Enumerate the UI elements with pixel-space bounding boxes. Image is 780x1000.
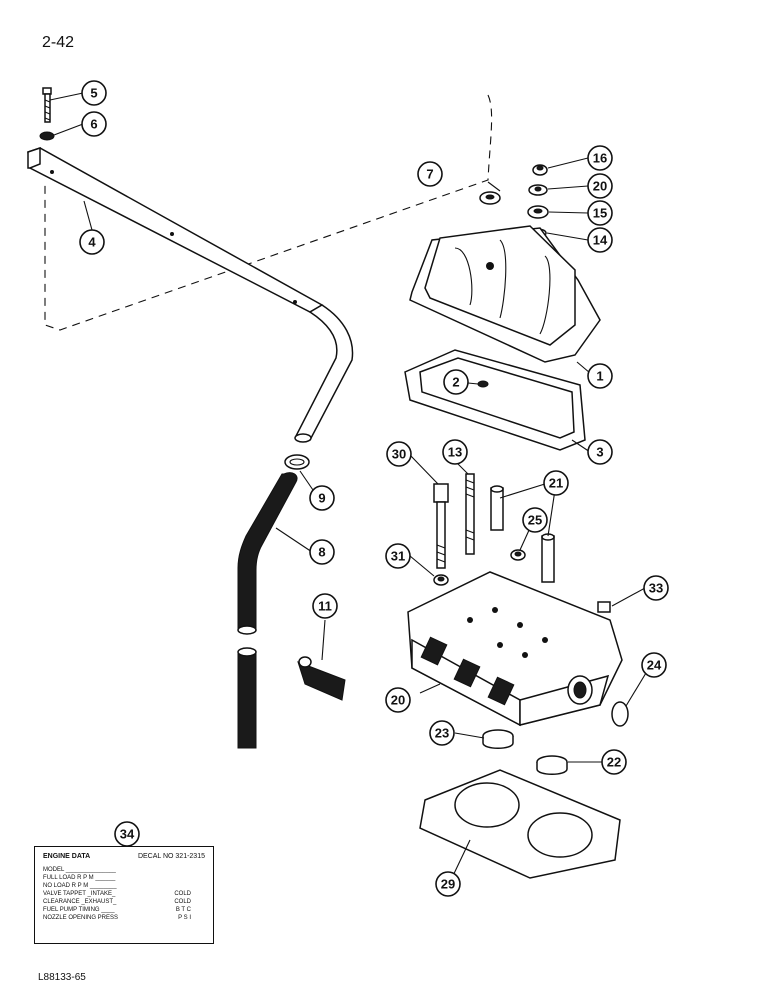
svg-text:15: 15 (593, 206, 607, 221)
decal-row: NO LOAD R P M ________ (43, 883, 117, 889)
callout-14: 15 (587, 200, 613, 226)
svg-text:33: 33 (649, 581, 663, 596)
grommet-part-2 (477, 380, 489, 388)
svg-text:7: 7 (426, 167, 433, 182)
head-bolt-part-30 (433, 483, 449, 569)
washer-part-31 (433, 574, 449, 586)
callout-22: 22 (601, 749, 627, 775)
callout-20: 20 (385, 687, 411, 713)
nut-part-15 (532, 164, 548, 176)
decal-title: ENGINE DATA (43, 853, 91, 860)
valve-guide-part-21b (541, 535, 555, 583)
hose-clamp-part-9 (284, 454, 310, 470)
bolt-part-5 (42, 87, 52, 123)
svg-text:2: 2 (452, 375, 459, 390)
tube-bracket-part-4 (27, 146, 354, 443)
decal-row: MODEL _______________ (43, 867, 116, 873)
insert-part-22 (536, 755, 568, 775)
nut-part-6 (39, 131, 55, 141)
svg-text:5: 5 (90, 86, 97, 101)
svg-text:6: 6 (90, 117, 97, 132)
washer-part-16 (528, 184, 548, 196)
grommet-part-7 (479, 191, 501, 205)
svg-text:25: 25 (528, 513, 542, 528)
seal-part-25 (510, 549, 526, 561)
svg-text:29: 29 (441, 877, 455, 892)
svg-text:1: 1 (596, 369, 603, 384)
plug-part-33 (597, 601, 611, 613)
svg-text:20: 20 (391, 693, 405, 708)
callout-13: 14 (587, 227, 613, 253)
callout-5: 5 (81, 80, 107, 106)
svg-text:23: 23 (435, 726, 449, 741)
callout-8: 8 (309, 539, 335, 565)
callout-1: 1 (587, 363, 613, 389)
callout-15: 16 (587, 145, 613, 171)
svg-text:3: 3 (596, 445, 603, 460)
callout-16: 20 (587, 173, 613, 199)
callout-34: 34 (114, 821, 140, 847)
page-number: 2-42 (42, 34, 75, 51)
decal-row: CLEARANCE _EXHAUST_COLD (43, 899, 191, 905)
svg-text:16: 16 (593, 151, 607, 166)
callout-11: 11 (312, 593, 338, 619)
cylinder-head-part-20 (407, 571, 623, 727)
figure-code: L88133-65 (38, 972, 86, 983)
hose-part-8 (237, 472, 298, 749)
svg-text:8: 8 (318, 545, 325, 560)
callout-29: 29 (435, 871, 461, 897)
callout-7: 7 (417, 161, 443, 187)
callout-2: 2 (443, 369, 469, 395)
callout-6: 6 (81, 111, 107, 137)
svg-text:20: 20 (593, 179, 607, 194)
callout-33: 33 (643, 575, 669, 601)
svg-text:21: 21 (549, 476, 563, 491)
callout-9: 9 (309, 485, 335, 511)
svg-text:30: 30 (392, 447, 406, 462)
callout-30: 30 (386, 441, 412, 467)
callout-25: 25 (522, 507, 548, 533)
svg-text:24: 24 (647, 658, 662, 673)
decal-number: DECAL NO 321-2315 (137, 853, 205, 860)
svg-text:9: 9 (318, 491, 325, 506)
svg-text:11: 11 (318, 599, 332, 614)
svg-text:31: 31 (391, 549, 405, 564)
head-gasket-part-29 (419, 769, 621, 879)
insert-part-23 (482, 729, 514, 749)
callout-4: 4 (79, 229, 105, 255)
stud-part-12 (465, 473, 475, 555)
callout-24: 24 (641, 652, 667, 678)
assembly-guide-line (44, 94, 493, 331)
svg-text:4: 4 (88, 235, 96, 250)
svg-text:34: 34 (120, 827, 135, 842)
callout-3: 3 (587, 439, 613, 465)
callout-21: 21 (543, 470, 569, 496)
callout-31: 31 (385, 543, 411, 569)
seal-part-14 (527, 205, 549, 219)
svg-text:13: 13 (448, 445, 462, 460)
engine-data-decal: ENGINE DATA DECAL NO 321-2315 MODEL ____… (34, 846, 214, 944)
svg-text:22: 22 (607, 755, 621, 770)
valve-guide-part-21a (490, 487, 504, 531)
hose-clip-part-11 (297, 656, 346, 701)
seal-ring-part-24 (611, 701, 629, 727)
callout-23: 23 (429, 720, 455, 746)
decal-row: FUEL PUMP TIMING ____B T C (43, 907, 191, 913)
decal-row: FULL LOAD R P M ______ (43, 875, 116, 881)
svg-text:14: 14 (593, 233, 608, 248)
callout-12: 13 (442, 439, 468, 465)
decal-row: VALVE TAPPET _INTAKE_COLD (43, 891, 191, 897)
valve-cover-part-1 (409, 225, 601, 363)
